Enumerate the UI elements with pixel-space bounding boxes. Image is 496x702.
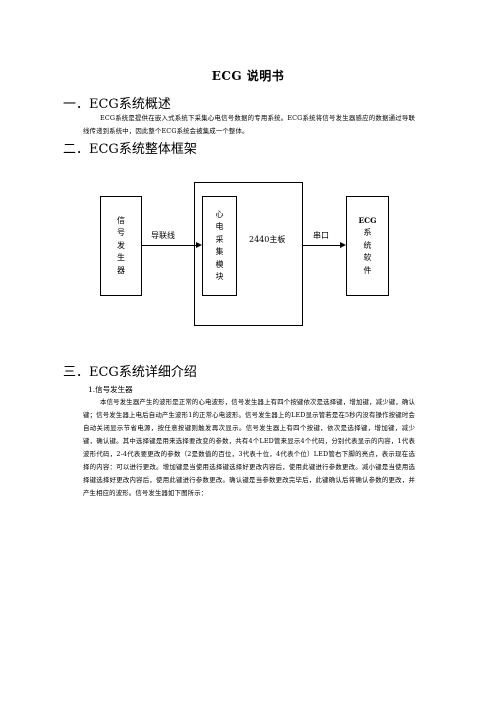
signal-generator-char: 器 bbox=[117, 265, 125, 275]
mainboard-box bbox=[194, 182, 303, 326]
section-1-heading: 一．ECG系统概述 bbox=[63, 97, 171, 112]
acquisition-module-char: 块 bbox=[215, 272, 224, 281]
section-2-heading: 二．ECG系统整体框架 bbox=[63, 142, 197, 157]
acquisition-module-char: 采 bbox=[215, 234, 224, 244]
mainboard-label: 2440主板 bbox=[249, 235, 286, 244]
lead-wire-label: 导联线 bbox=[151, 231, 175, 240]
signal-generator-char: 生 bbox=[117, 253, 125, 263]
ecg-software-char: 统 bbox=[363, 240, 372, 250]
acquisition-module-char: 心 bbox=[215, 209, 224, 219]
subsection-1-heading: 1.信号发生器 bbox=[88, 385, 133, 394]
section-3-heading: 三．ECG系统详细介绍 bbox=[63, 365, 197, 380]
ecg-software-char: ECG bbox=[358, 215, 377, 225]
acquisition-module-char: 电 bbox=[215, 222, 224, 231]
signal-generator-char: 号 bbox=[117, 228, 125, 238]
document-title: ECG 说明书 bbox=[211, 69, 285, 83]
signal-generator-char: 发 bbox=[117, 240, 125, 250]
ecg-software-char: 件 bbox=[363, 265, 372, 275]
section-1-text: ECG系统是提供在嵌入式系统下采集心电信号数据的专用系统。ECG系统将信号发生器… bbox=[83, 114, 415, 135]
serial-port-arrow-line bbox=[303, 245, 340, 246]
lead-wire-arrow-line bbox=[142, 245, 196, 246]
serial-port-label: 串口 bbox=[313, 231, 329, 240]
ecg-software-char: 软 bbox=[363, 253, 372, 263]
ecg-software-char: 系 bbox=[363, 228, 372, 238]
lead-wire-arrow-head bbox=[196, 242, 202, 248]
acquisition-module-char: 模 bbox=[215, 259, 224, 269]
serial-port-arrow-head bbox=[340, 242, 346, 248]
signal-generator-box: 信 号 发 生 器 bbox=[100, 196, 142, 296]
signal-generator-char: 信 bbox=[117, 215, 125, 225]
ecg-software-box: ECG 系 统 软 件 bbox=[346, 196, 389, 296]
acquisition-module-char: 集 bbox=[215, 247, 224, 256]
section-3-text: 本信号发生器产生的波形是正常的心电波形，信号发生器上有四个按键依次是选择键，增加… bbox=[83, 398, 415, 497]
acquisition-module-box: 心 电 采 集 模 块 bbox=[202, 196, 237, 296]
